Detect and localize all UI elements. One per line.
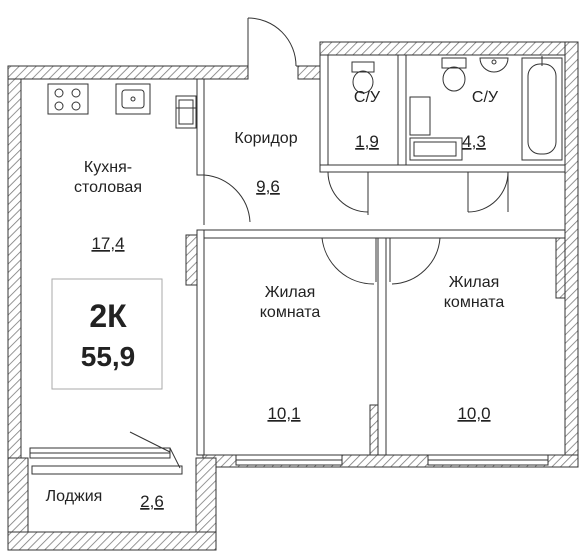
kitchen-label-line1: Кухня- [84, 159, 132, 176]
interior-walls [185, 54, 566, 456]
fridge-icon [175, 95, 197, 129]
washing-machine-icon [409, 96, 463, 161]
bedroom-left-label-line2: комната [260, 304, 321, 321]
loggia-area: 2,6 [140, 492, 164, 511]
apartment-badge [51, 278, 163, 390]
washbasin-icon [479, 57, 509, 73]
apartment-type: 2К [89, 298, 127, 334]
toilet-icon [351, 61, 375, 94]
bath-small-area: 1,9 [355, 132, 379, 151]
bedroom-left-label-line1: Жилая [265, 284, 316, 301]
corridor-area: 9,6 [256, 177, 280, 196]
corridor-label: Коридор [234, 130, 297, 147]
bath-large-area: 4,3 [462, 132, 486, 151]
loggia-label: Лоджия [46, 488, 103, 505]
bathtub-icon [521, 56, 563, 161]
bath-large-label: С/У [472, 89, 499, 106]
apartment-total-area: 55,9 [81, 341, 136, 372]
doors [129, 17, 509, 469]
bedroom-right-label-line1: Жилая [449, 274, 500, 291]
bedroom-right-area: 10,0 [457, 404, 490, 423]
windows [29, 447, 549, 475]
stove-icon [47, 83, 89, 115]
toilet-icon [441, 57, 467, 92]
bedroom-left-area: 10,1 [267, 404, 300, 423]
kitchen-label-line2: столовая [74, 179, 142, 196]
bath-small-label: С/У [354, 89, 381, 106]
bedroom-right-label-line2: комната [444, 294, 505, 311]
sink-icon [115, 83, 151, 115]
kitchen-area: 17,4 [91, 234, 124, 253]
